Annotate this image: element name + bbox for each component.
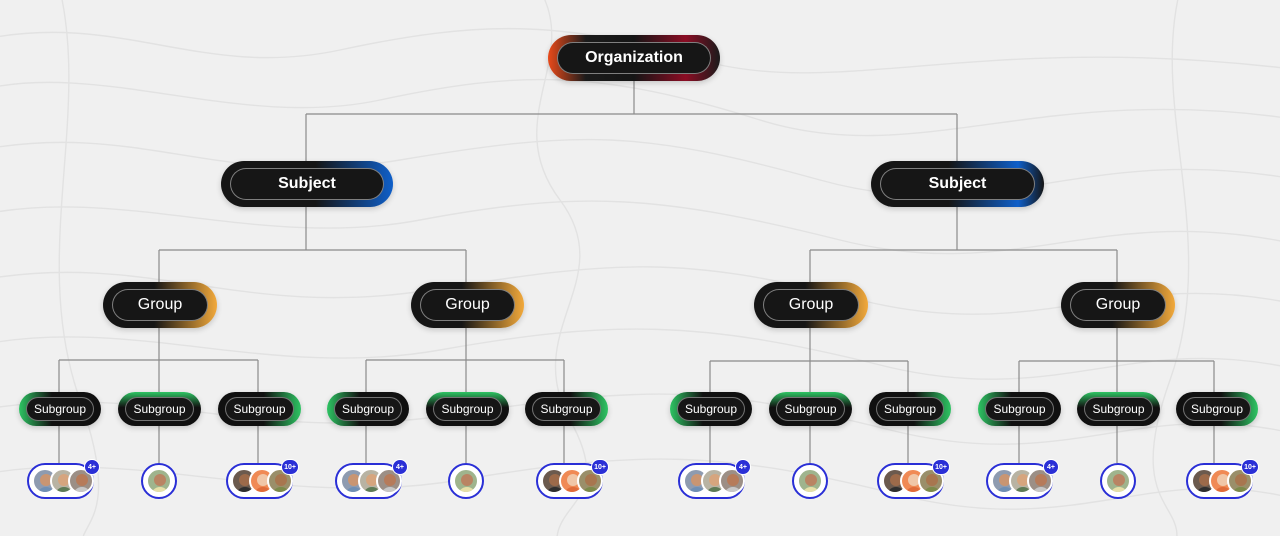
subgroup-node[interactable]: Subgroup [19,392,101,426]
group-label: Group [112,289,208,321]
subgroup-node[interactable]: Subgroup [426,392,509,426]
group-label: Group [1070,289,1166,321]
member-avatars[interactable]: 4+ [986,459,1059,499]
subgroup-node[interactable]: Subgroup [218,392,301,426]
member-count-badge: 4+ [1043,459,1059,475]
group-node-4[interactable]: Group [1061,282,1175,328]
member-avatars[interactable] [792,463,828,499]
member-count-badge: 10+ [281,459,299,475]
subgroup-node[interactable]: Subgroup [670,392,752,426]
subgroup-label: Subgroup [225,397,294,421]
subject-label: Subject [880,168,1035,200]
member-avatars[interactable]: 10+ [1186,459,1259,499]
member-avatars[interactable]: 4+ [678,459,751,499]
member-avatars[interactable]: 10+ [536,459,609,499]
subgroup-label: Subgroup [433,397,502,421]
subgroup-node[interactable]: Subgroup [1176,392,1258,426]
subgroup-label: Subgroup [985,397,1054,421]
member-count-badge: 4+ [735,459,751,475]
member-avatars[interactable] [448,463,484,499]
subgroup-node[interactable]: Subgroup [118,392,201,426]
group-label: Group [420,289,515,321]
subject-node-1[interactable]: Subject [221,161,393,207]
member-count-badge: 4+ [392,459,408,475]
subgroup-label: Subgroup [1084,397,1153,421]
member-avatars[interactable]: 4+ [335,459,408,499]
subgroup-label: Subgroup [334,397,402,421]
subgroup-label: Subgroup [125,397,194,421]
avatar [146,468,172,494]
group-node-3[interactable]: Group [754,282,868,328]
member-avatars[interactable] [141,463,177,499]
subgroup-node[interactable]: Subgroup [978,392,1061,426]
member-avatars[interactable] [1100,463,1136,499]
group-node-1[interactable]: Group [103,282,217,328]
subgroup-node[interactable]: Subgroup [869,392,951,426]
avatar [559,468,585,494]
member-count-badge: 4+ [84,459,100,475]
member-count-badge: 10+ [1241,459,1259,475]
avatar [68,468,94,494]
subgroup-label: Subgroup [876,397,944,421]
member-avatars[interactable]: 10+ [877,459,950,499]
organization-label: Organization [557,42,711,74]
avatar [797,468,823,494]
organization-node[interactable]: Organization [548,35,720,81]
subgroup-label: Subgroup [776,397,845,421]
member-count-badge: 10+ [932,459,950,475]
member-count-badge: 10+ [591,459,609,475]
subgroup-label: Subgroup [26,397,94,421]
subgroup-node[interactable]: Subgroup [1077,392,1160,426]
avatar [1105,468,1131,494]
member-avatars[interactable]: 4+ [27,459,100,499]
subgroup-label: Subgroup [532,397,601,421]
subject-node-2[interactable]: Subject [871,161,1044,207]
avatar [918,468,944,494]
subgroup-node[interactable]: Subgroup [525,392,608,426]
subgroup-node[interactable]: Subgroup [769,392,852,426]
member-avatars[interactable]: 10+ [226,459,299,499]
subject-label: Subject [230,168,384,200]
group-node-2[interactable]: Group [411,282,524,328]
group-label: Group [763,289,859,321]
subgroup-label: Subgroup [1183,397,1251,421]
subgroup-node[interactable]: Subgroup [327,392,409,426]
avatar [453,468,479,494]
subgroup-label: Subgroup [677,397,745,421]
